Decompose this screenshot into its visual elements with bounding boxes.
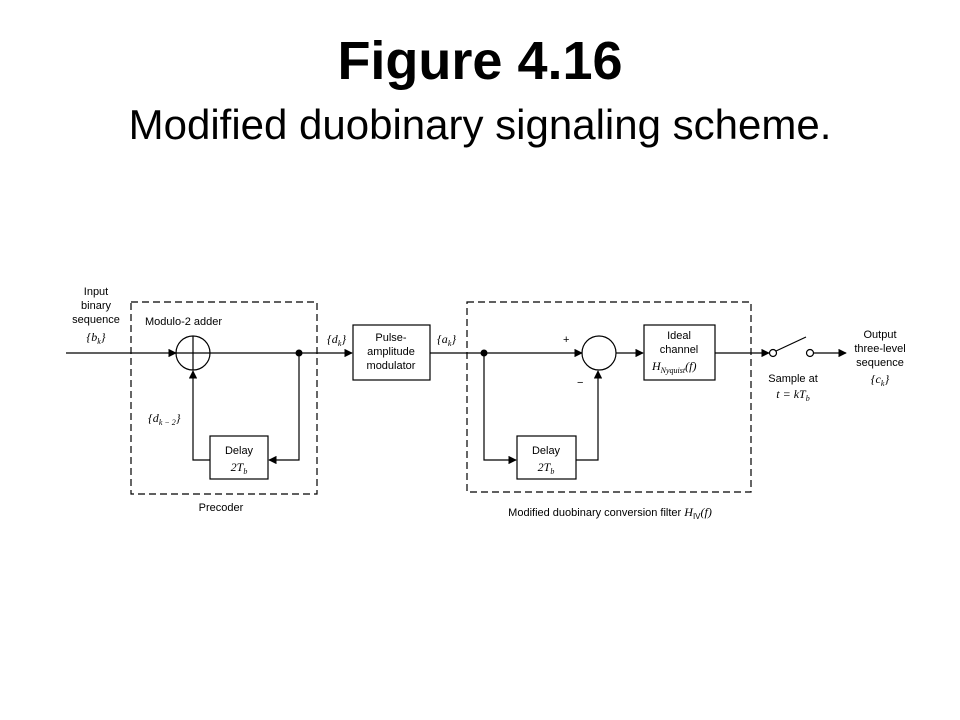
svg-text:amplitude: amplitude (367, 346, 415, 358)
svg-text:Input: Input (84, 286, 108, 298)
output-label: Output three-level sequence {ck} (854, 329, 905, 388)
svg-text:HNyquist(f): HNyquist(f) (651, 359, 696, 375)
ak-label: {ak} (437, 332, 456, 348)
modulo-2-adder (175, 335, 211, 371)
svg-text:Ideal: Ideal (667, 330, 691, 342)
svg-text:{bk}: {bk} (86, 330, 105, 346)
svg-text:2Tb: 2Tb (231, 460, 248, 476)
svg-text:2Tb: 2Tb (538, 460, 555, 476)
dk2-label: {dk − 2} (148, 411, 181, 427)
input-label: Input binary sequence {bk} (72, 286, 120, 346)
svg-text:three-level: three-level (854, 343, 905, 355)
minus-sign: − (577, 377, 583, 389)
svg-text:Delay: Delay (532, 445, 561, 457)
figure-subtitle: Modified duobinary signaling scheme. (128, 101, 832, 148)
svg-text:Output: Output (863, 329, 896, 341)
delay2-to-sum-line (576, 370, 603, 461)
delay-block-2 (516, 435, 577, 480)
svg-text:sequence: sequence (856, 357, 904, 369)
svg-text:Delay: Delay (225, 445, 254, 457)
svg-text:{ck}: {ck} (871, 372, 890, 388)
precoder-label: Precoder (199, 502, 244, 514)
precoder-box (130, 301, 318, 495)
svg-text:channel: channel (660, 344, 699, 356)
modulo-adder-label: Modulo-2 adder (145, 316, 222, 328)
figure-title: Figure 4.16 (337, 31, 623, 91)
delay-block-1 (209, 435, 269, 480)
sampler-switch (768, 336, 815, 358)
svg-text:sequence: sequence (72, 314, 120, 326)
delay-to-adder-line (188, 370, 210, 461)
precoder-feedback-line (268, 353, 300, 465)
filter-lower-branch (483, 353, 517, 465)
svg-text:binary: binary (81, 300, 111, 312)
svg-text:modulator: modulator (367, 360, 416, 372)
sample-label: Sample at (768, 373, 818, 385)
dk-label: {dk} (327, 332, 346, 348)
plus-sign: + (563, 334, 569, 346)
svg-text:Pulse-: Pulse- (375, 332, 407, 344)
sample-equation: t = kTb (776, 387, 809, 403)
conversion-filter-box (466, 301, 752, 493)
summing-junction (581, 335, 617, 371)
conversion-filter-label: Modified duobinary conversion filter HIV… (508, 505, 712, 521)
